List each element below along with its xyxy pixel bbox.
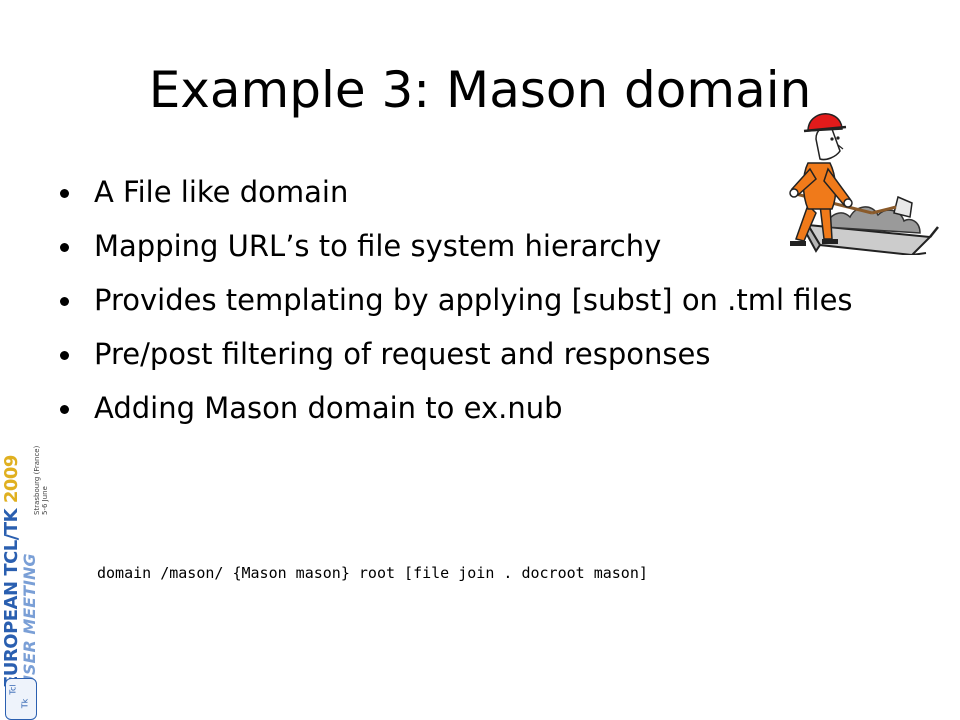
bullet-dot-icon <box>60 189 69 198</box>
badge-tk-label: Tk <box>20 698 30 709</box>
logo-year: 2009 <box>1 455 22 504</box>
bullet-item: Adding Mason domain to ex.nub <box>58 391 858 425</box>
bullet-text: Adding Mason domain to ex.nub <box>94 391 563 425</box>
bullet-dot-icon <box>60 297 69 306</box>
bullet-item: Mapping URL’s to file system hierarchy <box>58 229 858 263</box>
logo-location: Strasbourg (France) <box>33 445 41 515</box>
logo-title-text: EUROPEAN TCL/TK <box>1 503 22 688</box>
bullet-dot-icon <box>60 351 69 360</box>
bullet-text: A File like domain <box>94 175 349 209</box>
tcl-tk-badge-icon: Tcl Tk <box>5 678 37 720</box>
logo-title-line: EUROPEAN TCL/TK 2009 <box>1 388 22 688</box>
bullet-dot-icon <box>60 243 69 252</box>
badge-tcl-label: Tcl <box>8 684 18 695</box>
bullet-item: Provides templating by applying [subst] … <box>58 283 858 317</box>
bullet-dot-icon <box>60 405 69 414</box>
conference-logo: EUROPEAN TCL/TK 2009 USER MEETING Strasb… <box>0 420 49 720</box>
bullet-item: A File like domain <box>58 175 858 209</box>
bullet-text: Mapping URL’s to file system hierarchy <box>94 229 662 263</box>
code-snippet: domain /mason/ {Mason mason} root [file … <box>97 564 648 582</box>
bullet-list: A File like domain Mapping URL’s to file… <box>58 175 858 445</box>
bullet-text: Pre/post filtering of request and respon… <box>94 337 711 371</box>
bullet-text: Provides templating by applying [subst] … <box>94 283 853 317</box>
bullet-item: Pre/post filtering of request and respon… <box>58 337 858 371</box>
slide-title: Example 3: Mason domain <box>148 61 812 119</box>
logo-date: 5-6 June <box>41 486 49 515</box>
construction-worker-shoveling-icon <box>789 113 939 255</box>
